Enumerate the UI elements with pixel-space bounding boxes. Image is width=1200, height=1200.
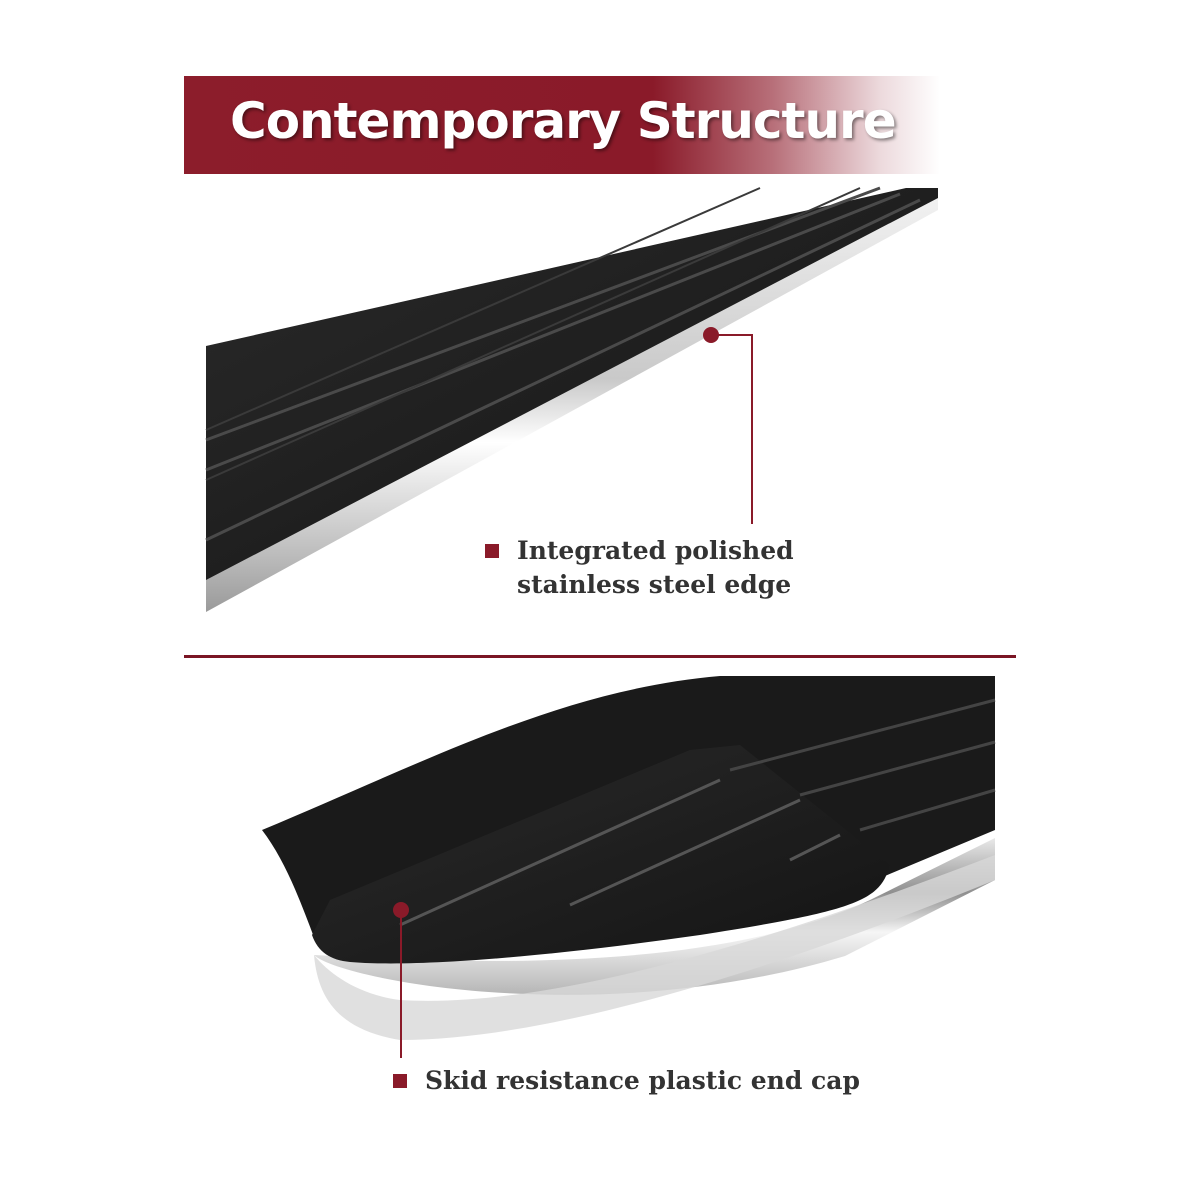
callout-plastic-end-cap: Skid resistance plastic end cap — [393, 1064, 873, 1098]
board-groove — [205, 192, 901, 472]
end-cap-chrome-trim — [314, 838, 995, 995]
end-cap-pad — [312, 745, 890, 964]
banner-title: Contemporary Structure — [230, 92, 897, 150]
end-cap-chrome-underside — [314, 855, 995, 1040]
title-banner: Contemporary Structure — [184, 76, 940, 174]
callout-leader-2 — [393, 902, 409, 1058]
callout-label: Skid resistance plastic end cap — [425, 1066, 860, 1095]
bullet-square-icon — [393, 1074, 407, 1088]
board-black-body — [206, 188, 938, 580]
section-divider — [184, 655, 1016, 658]
running-board-end-cap-view — [262, 676, 996, 1040]
board-groove — [799, 740, 996, 797]
board-groove — [205, 187, 861, 481]
board-groove — [205, 187, 761, 431]
callout-stainless-steel-edge: Integrated polished stainless steel edge — [485, 534, 925, 602]
board-groove — [729, 698, 996, 772]
end-cap-groove — [399, 778, 721, 927]
board-chrome-edge — [206, 188, 938, 612]
end-cap-groove — [569, 798, 801, 907]
board-groove — [859, 788, 996, 832]
callout-leader-1 — [703, 327, 753, 524]
bullet-square-icon — [485, 544, 499, 558]
callout-label: Integrated polished stainless steel edge — [517, 536, 794, 599]
end-cap-groove — [789, 833, 841, 862]
board-groove — [205, 198, 921, 542]
running-board-side-view — [205, 186, 938, 612]
